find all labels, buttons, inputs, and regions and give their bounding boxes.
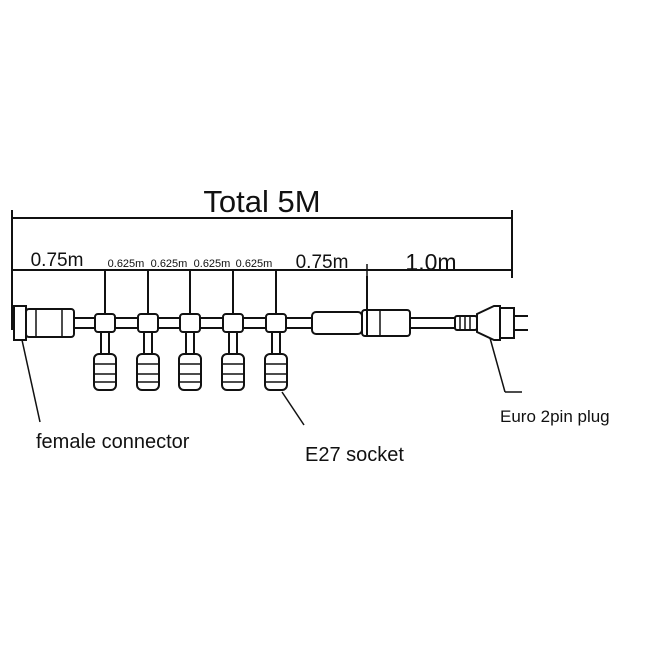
e27-socket-5: [264, 313, 288, 391]
label-female-connector: female connector: [36, 431, 190, 453]
segment-label-spacing-3: 0.625m: [194, 258, 231, 270]
label-e27-socket: E27 socket: [305, 444, 404, 466]
segment-label-left: 0.75m: [31, 250, 84, 271]
leader-socket: [281, 391, 305, 426]
socket-tick-marks: [104, 270, 277, 318]
segment-label-mid: 0.75m: [296, 252, 349, 273]
diagram-title: Total 5M: [203, 184, 320, 219]
e27-socket-1: [93, 313, 117, 391]
label-euro-plug: Euro 2pin plug: [500, 407, 610, 426]
segment-label-spacing-4: 0.625m: [236, 258, 273, 270]
e27-socket-2: [136, 313, 160, 391]
segment-label-right: 1.0m: [405, 249, 456, 275]
inline-connector: [311, 276, 411, 337]
e27-socket-4: [221, 313, 245, 391]
female-connector: [13, 305, 75, 341]
leader-plug: [489, 337, 522, 393]
e27-socket-3: [178, 313, 202, 391]
segment-label-spacing-1: 0.625m: [108, 258, 145, 270]
euro-plug: [454, 305, 528, 341]
segment-dimension-line: [12, 264, 512, 276]
segment-label-spacing-2: 0.625m: [151, 258, 188, 270]
leader-female-connector: [21, 339, 41, 423]
